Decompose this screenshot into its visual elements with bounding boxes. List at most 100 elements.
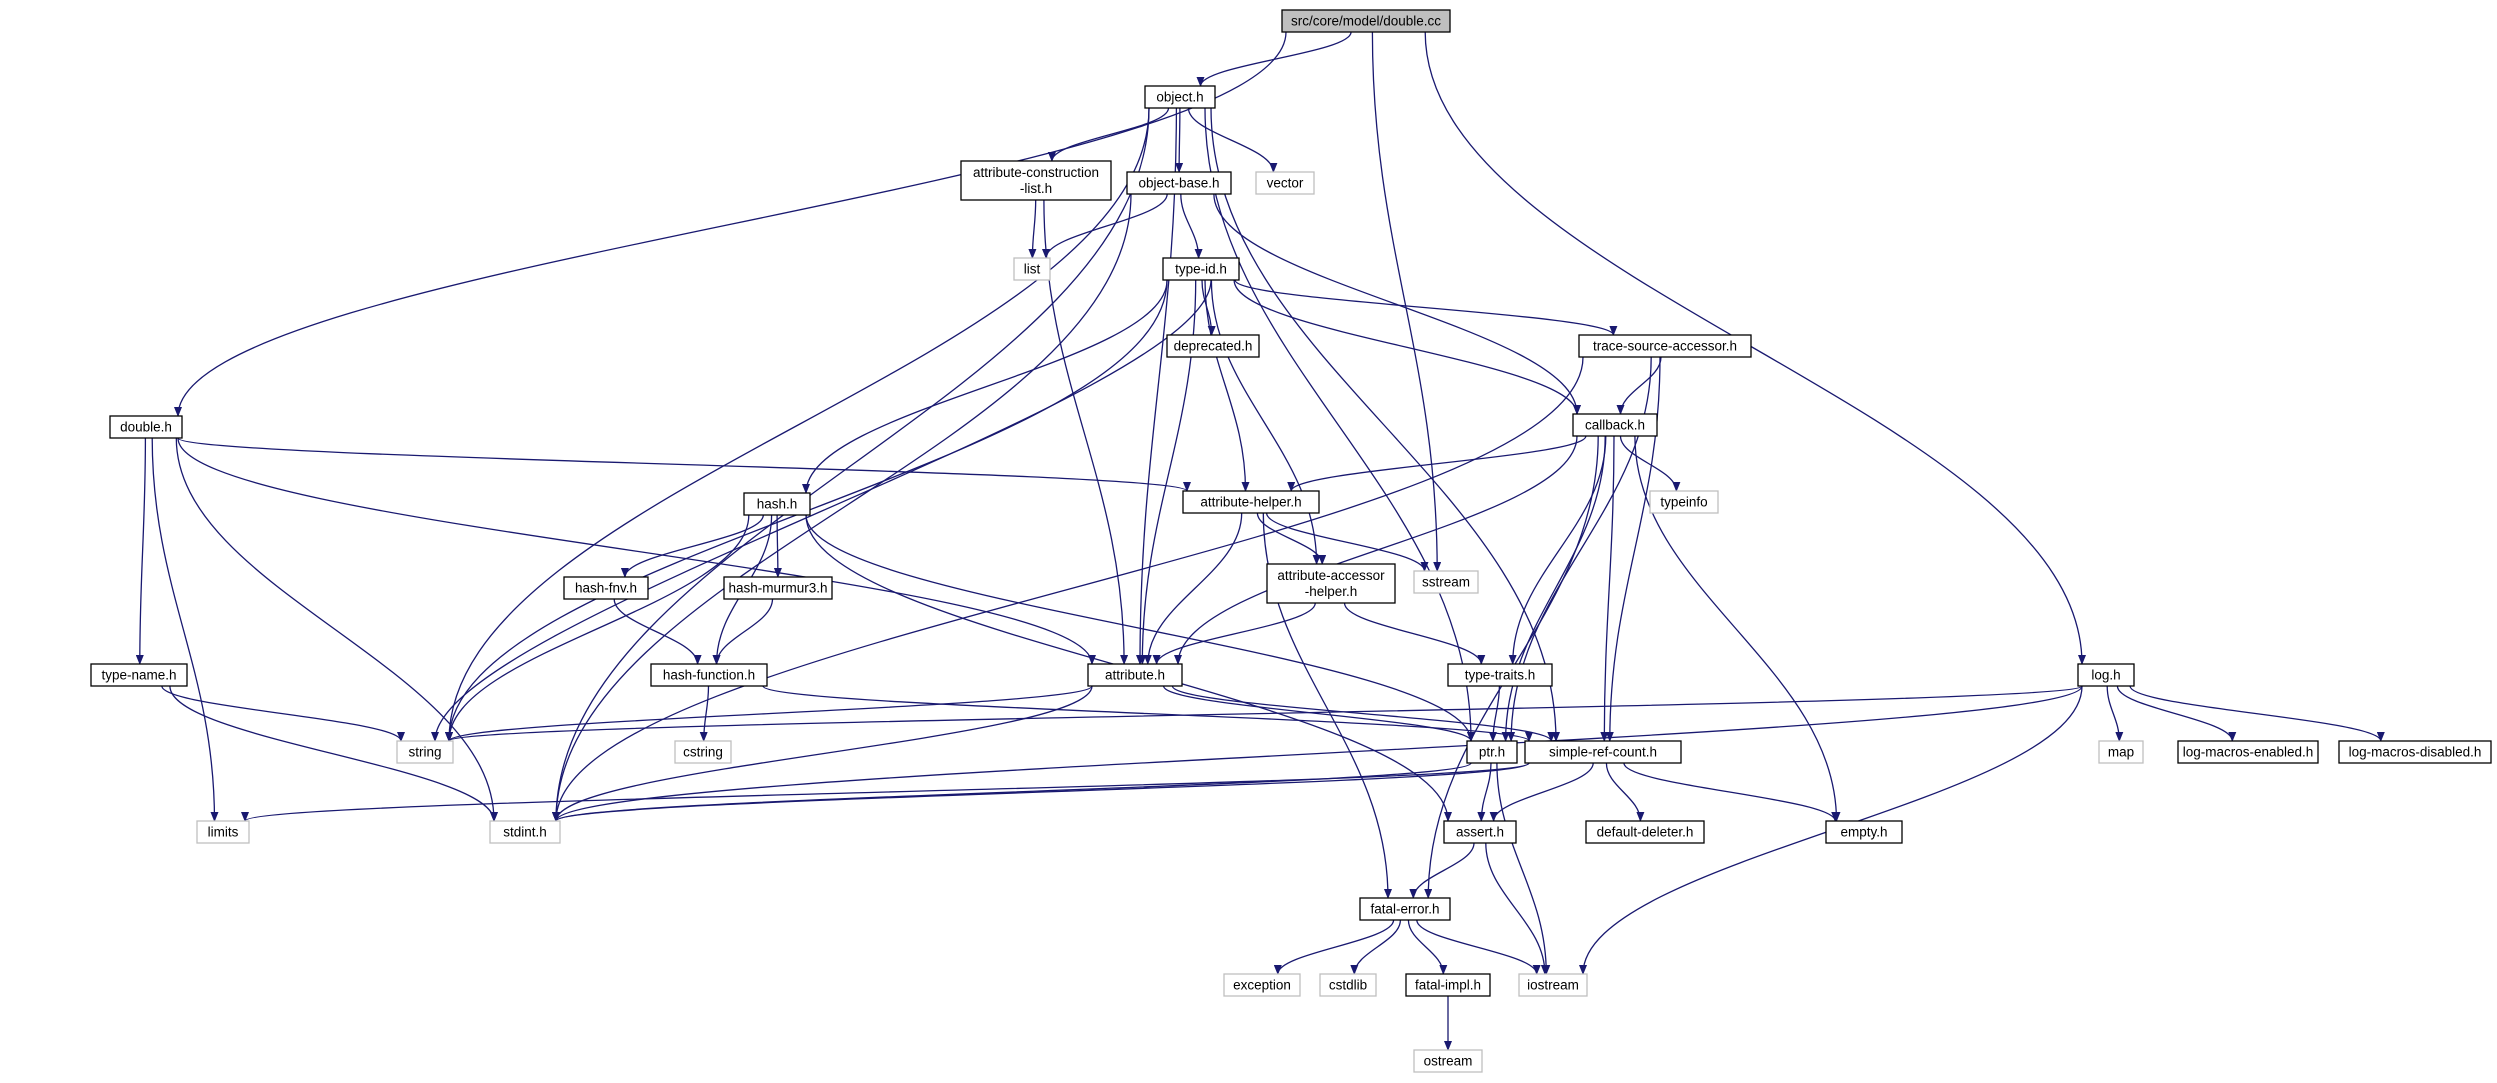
node-attr_acc[interactable]: attribute-accessor-helper.h <box>1266 563 1396 604</box>
node-double_cc[interactable]: src/core/model/double.cc <box>1281 9 1451 33</box>
node-box-lmd <box>2338 740 2492 764</box>
node-box-log_h <box>2077 663 2135 687</box>
node-iostream[interactable]: iostream <box>1518 973 1588 997</box>
node-assert_h[interactable]: assert.h <box>1443 820 1517 844</box>
edge-callback-to-type_traits <box>1508 435 1607 665</box>
node-log_h[interactable]: log.h <box>2077 663 2135 687</box>
node-lme[interactable]: log-macros-enabled.h <box>2177 740 2319 764</box>
node-hash_h[interactable]: hash.h <box>743 492 811 516</box>
node-double_h[interactable]: double.h <box>109 415 183 439</box>
node-typeinfo[interactable]: typeinfo <box>1649 490 1719 514</box>
node-empty_h[interactable]: empty.h <box>1825 820 1903 844</box>
node-label-typeinfo: typeinfo <box>1660 495 1707 510</box>
edge-callback-to-src <box>1600 435 1615 742</box>
node-label-iostream: iostream <box>1527 978 1579 993</box>
node-deprecated[interactable]: deprecated.h <box>1166 334 1260 358</box>
edge-double_h-to-attribute_h <box>177 437 1096 665</box>
edge-object_h-to-string <box>445 107 1150 742</box>
edge-src-to-default_del <box>1605 762 1645 822</box>
edge-hash_h-to-hash_fnv <box>620 514 764 578</box>
edge-callback-to-typeinfo <box>1619 435 1681 492</box>
node-box-type_id <box>1162 257 1240 281</box>
node-box-typeinfo <box>1649 490 1719 514</box>
node-label-attr_acc-line1: attribute-accessor <box>1277 568 1385 583</box>
node-label-deprecated: deprecated.h <box>1174 339 1253 354</box>
node-hash_murmur[interactable]: hash-murmur3.h <box>723 576 833 600</box>
node-src[interactable]: simple-ref-count.h <box>1524 740 1682 764</box>
node-attribute_h[interactable]: attribute.h <box>1087 663 1183 687</box>
node-label-default_del: default-deleter.h <box>1597 825 1694 840</box>
edge-src-to-empty_h <box>1623 762 1840 822</box>
node-box-attr_helper <box>1182 490 1320 514</box>
node-string[interactable]: string <box>396 740 454 764</box>
node-label-log_h: log.h <box>2091 668 2120 683</box>
node-label-map: map <box>2108 745 2134 760</box>
node-label-lmd: log-macros-disabled.h <box>2349 745 2482 760</box>
node-vector[interactable]: vector <box>1255 171 1315 195</box>
edge-type_id-to-string <box>431 279 1212 742</box>
node-box-double_cc <box>1281 9 1451 33</box>
node-label-attr_cl-line2: -list.h <box>1020 181 1052 196</box>
node-sstream[interactable]: sstream <box>1413 570 1479 594</box>
node-ptr_h[interactable]: ptr.h <box>1466 740 1518 764</box>
node-attr_cl[interactable]: attribute-construction-list.h <box>960 160 1112 201</box>
node-fatal_err[interactable]: fatal-error.h <box>1359 897 1451 921</box>
edge-attr_acc-to-type_traits <box>1343 602 1486 665</box>
node-callback[interactable]: callback.h <box>1572 413 1658 437</box>
node-type_id[interactable]: type-id.h <box>1162 257 1240 281</box>
node-label-empty_h: empty.h <box>1840 825 1887 840</box>
node-label-string: string <box>408 745 441 760</box>
node-box-map <box>2098 740 2144 764</box>
edge-hash_murmur-to-hash_fn <box>712 598 774 665</box>
node-object_base[interactable]: object-base.h <box>1126 171 1232 195</box>
node-default_del[interactable]: default-deleter.h <box>1585 820 1705 844</box>
node-label-tsa: trace-source-accessor.h <box>1593 339 1737 354</box>
node-box-deprecated <box>1166 334 1260 358</box>
node-label-ostream: ostream <box>1424 1054 1473 1069</box>
node-label-list: list <box>1024 262 1041 277</box>
node-stdint[interactable]: stdint.h <box>489 820 561 844</box>
node-attr_helper[interactable]: attribute-helper.h <box>1182 490 1320 514</box>
edge-ptr_h-to-stdint <box>552 762 1472 822</box>
node-limits[interactable]: limits <box>196 820 250 844</box>
edge-type_id-to-hash_h <box>802 279 1168 494</box>
node-type_name[interactable]: type-name.h <box>90 663 188 687</box>
node-cstdlib[interactable]: cstdlib <box>1319 973 1377 997</box>
edge-ptr_h-to-iostream <box>1496 762 1551 975</box>
node-hash_fnv[interactable]: hash-fnv.h <box>563 576 649 600</box>
edge-hash_h-to-string <box>445 514 750 742</box>
node-box-vector <box>1255 171 1315 195</box>
node-lmd[interactable]: log-macros-disabled.h <box>2338 740 2492 764</box>
node-label-attr_cl-line1: attribute-construction <box>973 165 1099 180</box>
node-map[interactable]: map <box>2098 740 2144 764</box>
edge-object_base-to-type_id <box>1180 193 1203 259</box>
node-box-limits <box>196 820 250 844</box>
edge-log_h-to-lme <box>2116 685 2237 742</box>
node-list[interactable]: list <box>1013 257 1051 281</box>
node-label-double_h: double.h <box>120 420 172 435</box>
node-label-vector: vector <box>1267 176 1304 191</box>
edge-hash_h-to-hash_murmur <box>773 514 782 578</box>
node-box-hash_murmur <box>723 576 833 600</box>
node-hash_fn[interactable]: hash-function.h <box>650 663 768 687</box>
edge-object_h-to-src <box>1210 107 1560 742</box>
edge-type_name-to-stdint <box>169 685 498 822</box>
edge-fatal_err-to-cstdlib <box>1350 919 1402 975</box>
node-type_traits[interactable]: type-traits.h <box>1447 663 1553 687</box>
node-exception[interactable]: exception <box>1223 973 1301 997</box>
node-label-type_name: type-name.h <box>101 668 176 683</box>
node-object_h[interactable]: object.h <box>1144 85 1216 109</box>
node-label-object_base: object-base.h <box>1138 176 1219 191</box>
edge-log_h-to-stdint <box>552 685 2083 822</box>
node-fatal_impl[interactable]: fatal-impl.h <box>1405 973 1491 997</box>
node-box-object_base <box>1126 171 1232 195</box>
edge-src-to-stdint <box>552 762 1530 822</box>
node-cstring[interactable]: cstring <box>674 740 732 764</box>
node-ostream[interactable]: ostream <box>1413 1049 1483 1073</box>
edge-attribute_h-to-src <box>1171 685 1556 742</box>
edge-log_h-to-string <box>445 685 2083 742</box>
edge-hash_fn-to-src <box>762 685 1533 742</box>
node-tsa[interactable]: trace-source-accessor.h <box>1578 334 1752 358</box>
edge-tsa-to-stdint <box>552 356 1584 822</box>
